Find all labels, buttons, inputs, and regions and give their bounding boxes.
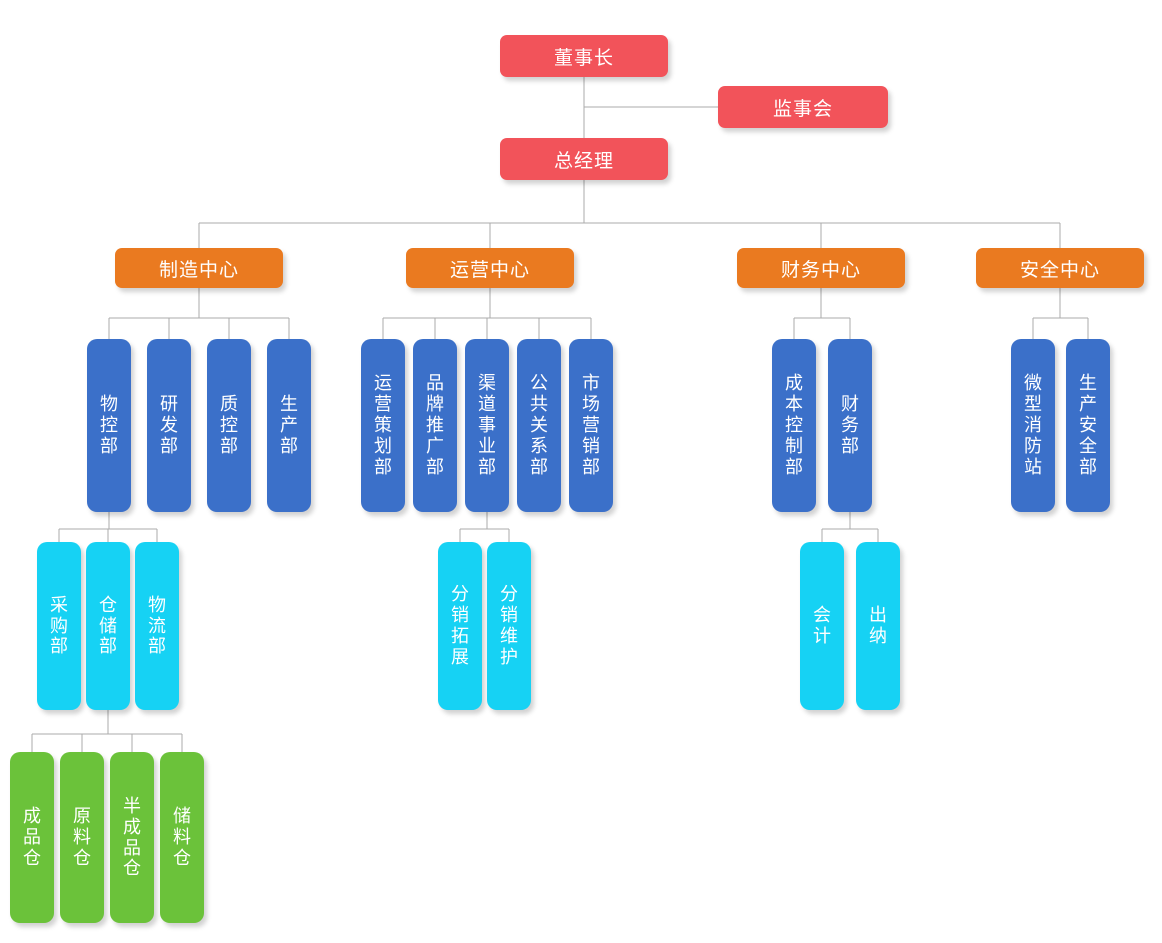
node-dept-material-control[interactable]: 物控部 (87, 339, 131, 512)
node-label: 仓储部 (99, 594, 117, 657)
node-team-procurement[interactable]: 采购部 (37, 542, 81, 710)
node-team-cashier[interactable]: 出纳 (856, 542, 900, 710)
node-dept-rnd[interactable]: 研发部 (147, 339, 191, 512)
connector-finance (793, 288, 851, 339)
node-center-manufacturing[interactable]: 制造中心 (115, 248, 283, 288)
node-dept-micro-fire-station[interactable]: 微型消防站 (1011, 339, 1055, 512)
node-center-operations[interactable]: 运营中心 (406, 248, 574, 288)
node-label: 生产安全部 (1079, 373, 1097, 477)
node-label: 公共关系部 (530, 373, 548, 477)
node-dept-production[interactable]: 生产部 (267, 339, 311, 512)
node-team-distribution-maintenance[interactable]: 分销维护 (487, 542, 531, 710)
node-center-finance[interactable]: 财务中心 (737, 248, 905, 288)
node-label: 市场营销部 (582, 373, 600, 477)
node-wh-storage[interactable]: 储料仓 (160, 752, 204, 923)
node-team-distribution-expansion[interactable]: 分销拓展 (438, 542, 482, 710)
connector-material-control (58, 512, 158, 542)
node-label: 会计 (813, 605, 831, 646)
node-dept-public-relations[interactable]: 公共关系部 (517, 339, 561, 512)
node-label: 分销拓展 (451, 584, 469, 667)
node-dept-marketing[interactable]: 市场营销部 (569, 339, 613, 512)
node-label: 物流部 (148, 594, 166, 657)
node-label: 品牌推广部 (426, 373, 444, 477)
connector-warehousing (31, 710, 183, 752)
node-team-warehousing[interactable]: 仓储部 (86, 542, 130, 710)
node-dept-brand-promotion[interactable]: 品牌推广部 (413, 339, 457, 512)
connector-channel-business (459, 512, 510, 542)
node-team-accounting[interactable]: 会计 (800, 542, 844, 710)
connector-operations (382, 288, 592, 339)
node-label: 采购部 (50, 594, 68, 657)
node-wh-raw-materials[interactable]: 原料仓 (60, 752, 104, 923)
node-wh-semi-finished[interactable]: 半成品仓 (110, 752, 154, 923)
node-team-logistics[interactable]: 物流部 (135, 542, 179, 710)
node-dept-operations-planning[interactable]: 运营策划部 (361, 339, 405, 512)
connector-finance-dept (821, 512, 879, 542)
connector-safety (1032, 288, 1089, 339)
node-label: 原料仓 (73, 806, 91, 868)
node-wh-finished-goods[interactable]: 成品仓 (10, 752, 54, 923)
node-dept-channel-business[interactable]: 渠道事业部 (465, 339, 509, 512)
node-label: 质控部 (220, 394, 238, 456)
connector-manufacturing (108, 288, 290, 339)
node-label: 成本控制部 (785, 373, 803, 477)
node-supervisory-board[interactable]: 监事会 (718, 86, 888, 128)
connector-centers (198, 222, 1061, 248)
node-label: 半成品仓 (123, 795, 141, 879)
node-label: 成品仓 (23, 806, 41, 868)
node-label: 运营策划部 (374, 373, 392, 477)
node-label: 渠道事业部 (478, 373, 496, 477)
node-dept-production-safety[interactable]: 生产安全部 (1066, 339, 1110, 512)
node-dept-quality-control[interactable]: 质控部 (207, 339, 251, 512)
node-label: 分销维护 (500, 584, 518, 667)
node-chairman[interactable]: 董事长 (500, 35, 668, 77)
node-label: 研发部 (160, 394, 178, 456)
node-dept-cost-control[interactable]: 成本控制部 (772, 339, 816, 512)
node-general-manager[interactable]: 总经理 (500, 138, 668, 180)
node-dept-finance[interactable]: 财务部 (828, 339, 872, 512)
node-label: 出纳 (869, 605, 887, 646)
node-label: 生产部 (280, 394, 298, 456)
node-label: 物控部 (100, 394, 118, 456)
node-label: 储料仓 (173, 806, 191, 868)
node-label: 财务部 (841, 394, 859, 456)
node-center-safety[interactable]: 安全中心 (976, 248, 1144, 288)
node-label: 微型消防站 (1024, 373, 1042, 477)
connector-executive (583, 77, 718, 223)
